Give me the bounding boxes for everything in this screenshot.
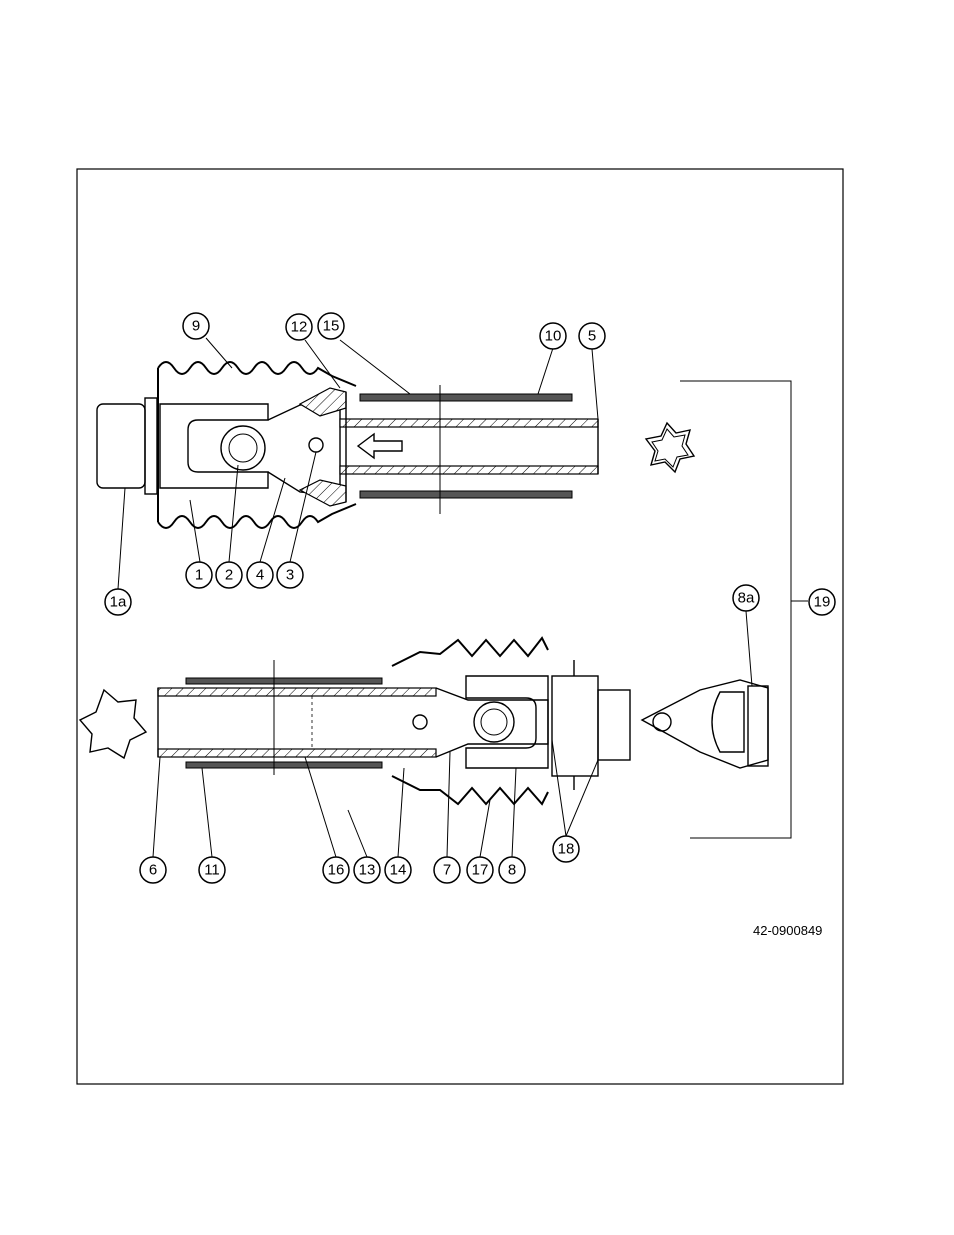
- direction-arrow: [356, 432, 403, 460]
- callout-1: 1: [185, 561, 213, 589]
- callout-16: 16: [322, 856, 350, 884]
- cross-journal-lower: [473, 701, 515, 743]
- svg-text:1a: 1a: [110, 594, 127, 611]
- callout-6: 6: [139, 856, 167, 884]
- svg-text:11: 11: [204, 862, 220, 879]
- callout-5: 5: [578, 322, 606, 350]
- bearing-ring-12: [298, 387, 347, 417]
- lock-pin-3: [308, 437, 324, 453]
- svg-text:8: 8: [508, 862, 516, 879]
- svg-text:18: 18: [558, 841, 575, 858]
- end-cap-1a: [96, 403, 146, 489]
- diagram-frame: [76, 168, 844, 1085]
- svg-text:19: 19: [814, 594, 831, 611]
- yoke-1: [159, 403, 269, 489]
- svg-text:9: 9: [192, 318, 200, 335]
- svg-text:15: 15: [323, 318, 340, 335]
- svg-text:17: 17: [472, 862, 489, 879]
- svg-text:10: 10: [545, 328, 562, 345]
- svg-text:14: 14: [390, 862, 407, 879]
- bracket-19: [680, 380, 792, 839]
- callout-2: 2: [215, 561, 243, 589]
- yoke-4: [267, 399, 341, 497]
- callout-19: 19: [808, 588, 836, 616]
- shield-bellows-lower: [391, 636, 549, 667]
- lower-half-assembly: [78, 636, 769, 806]
- callout-7: 7: [433, 856, 461, 884]
- svg-text:13: 13: [359, 862, 376, 879]
- svg-text:5: 5: [588, 328, 596, 345]
- lock-pin-lower: [412, 714, 428, 730]
- svg-text:8a: 8a: [738, 590, 755, 607]
- star-profile-lower: [78, 688, 148, 760]
- upper-half-assembly: [96, 361, 599, 529]
- callout-3: 3: [276, 561, 304, 589]
- svg-text:16: 16: [328, 862, 345, 879]
- drawing-number: 42-0900849: [753, 923, 822, 938]
- callout-13: 13: [353, 856, 381, 884]
- callout-11: 11: [198, 856, 226, 884]
- outer-tube-10: [359, 393, 573, 402]
- svg-text:6: 6: [149, 862, 157, 879]
- cross-journal-2: [220, 425, 266, 471]
- callout-15: 15: [317, 312, 345, 340]
- outer-tube-11: [185, 677, 383, 685]
- callout-9: 9: [182, 312, 210, 340]
- inner-tube-5-top-wall: [339, 418, 599, 428]
- shield-bellows-upper: [157, 361, 357, 387]
- svg-text:1: 1: [195, 567, 203, 584]
- callout-14: 14: [384, 856, 412, 884]
- svg-text:2: 2: [225, 567, 233, 584]
- callout-12: 12: [285, 313, 313, 341]
- callout-17: 17: [466, 856, 494, 884]
- inner-tube-6-top-wall: [157, 687, 437, 697]
- callout-18: 18: [552, 835, 580, 863]
- flange-18: [551, 675, 599, 777]
- svg-text:4: 4: [256, 567, 264, 584]
- star-profile-upper: [644, 421, 696, 474]
- callout-4: 4: [246, 561, 274, 589]
- yoke-8: [465, 675, 549, 769]
- svg-text:12: 12: [291, 319, 308, 336]
- svg-text:7: 7: [443, 862, 451, 879]
- callout-1a: 1a: [104, 588, 132, 616]
- quick-coupler-8a: [640, 679, 769, 769]
- svg-text:3: 3: [286, 567, 294, 584]
- leader-lines: [117, 337, 753, 858]
- callout-8a: 8a: [732, 584, 760, 612]
- callout-8: 8: [498, 856, 526, 884]
- callout-10: 10: [539, 322, 567, 350]
